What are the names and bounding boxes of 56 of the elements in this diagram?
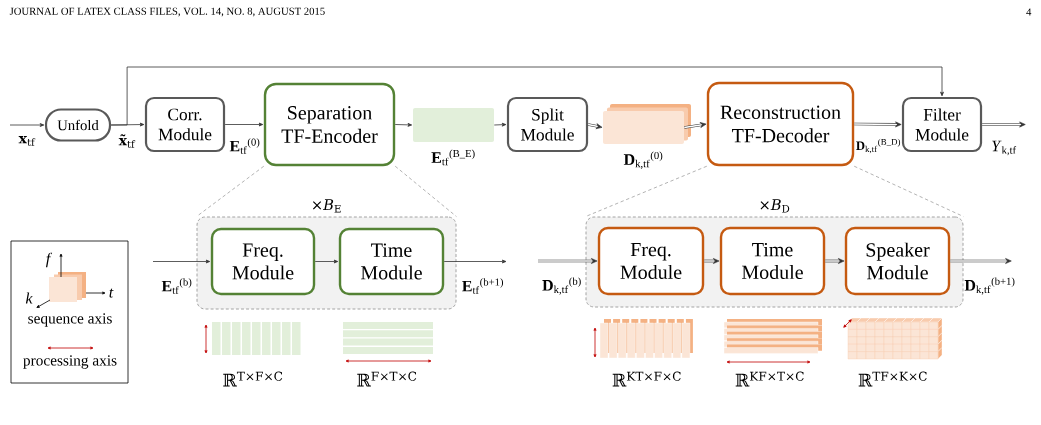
arrow (683, 122, 707, 129)
module-box: Split Module (506, 96, 589, 153)
decoder-box: Reconstruction TF-Decoder (706, 81, 855, 167)
tensor-shape-label: ℝ$^{KT×F×C}$ (612, 371, 681, 387)
arrow (587, 123, 603, 130)
edge-label: D$_{k,tf}$(b+1) (964, 277, 1015, 295)
edge-label: Y$_{k,tf}$ (992, 140, 1017, 156)
edge-label: x̃$_{tf}$ (118, 134, 136, 148)
edge-label: E$_{tf}$(0) (229, 138, 260, 154)
axis-label: k (25, 292, 33, 304)
arrow (824, 258, 845, 264)
arrow (394, 122, 413, 127)
edge-label: E$_{tf}$(b+1) (462, 278, 503, 294)
dashed-line (585, 165, 708, 217)
arrow (703, 258, 720, 264)
dashed-line (394, 165, 457, 217)
running-header: JOURNAL OF LATEX CLASS FILES, VOL. 14, NO. 8, AUGUST 2015 (9, 7, 325, 17)
edge-label: E$_{tf}$(b) (161, 278, 192, 294)
axis-label: t (109, 288, 114, 298)
module-box: Filter Module (901, 96, 983, 153)
encoder-box: Separation TF-Encoder (263, 82, 396, 167)
page-number: 4 (1026, 8, 1032, 16)
module-box: Speaker Module (844, 226, 951, 296)
edge-label: D$_{k,tf}$(b) (542, 277, 581, 295)
dashed-line (196, 165, 265, 217)
arrow (9, 123, 45, 127)
tensor-shape-label: ℝ$^{KF×T×C}$ (735, 371, 804, 387)
tensor-shape-label: ℝ$^{TF×K×C}$ (858, 371, 927, 387)
legend-text: sequence axis (28, 313, 112, 327)
arrow (949, 258, 1012, 264)
axis-label: f (45, 252, 53, 268)
edge-label: x$_{tf}$ (18, 136, 36, 146)
legend-text: processing axis (23, 355, 117, 369)
repeat-label: ×B$_{E}$ (312, 199, 341, 213)
module-box: Time Module (338, 227, 445, 296)
arrow (493, 122, 507, 127)
module-box: Freq. Module (210, 227, 316, 296)
module-box: Time Module (719, 226, 826, 296)
arrow (152, 259, 211, 264)
repeat-label: ×B$_{D}$ (760, 199, 790, 213)
arrow (110, 66, 944, 126)
arrow (314, 259, 339, 264)
arrow (224, 122, 264, 127)
tensor-shape-label: ℝ$^{T×F×C}$ (223, 371, 283, 387)
arrow (853, 121, 902, 128)
dashed-line (853, 165, 964, 217)
tensor-label: D$_{k,tf}$(0) (623, 151, 663, 169)
module-box: Corr. Module (144, 96, 226, 153)
arrow (537, 258, 598, 264)
arrow (981, 121, 1026, 128)
tensor-shape-label: ℝ$^{F×T×C}$ (357, 371, 417, 387)
module-box: Freq. Module (597, 226, 705, 296)
tensor-label: E$_{tf}$(B_E) (431, 149, 475, 166)
arrow (443, 259, 507, 264)
edge-label: D$_{k,tf}$(B_D) (856, 138, 901, 154)
process-box: Unfold (44, 108, 112, 142)
